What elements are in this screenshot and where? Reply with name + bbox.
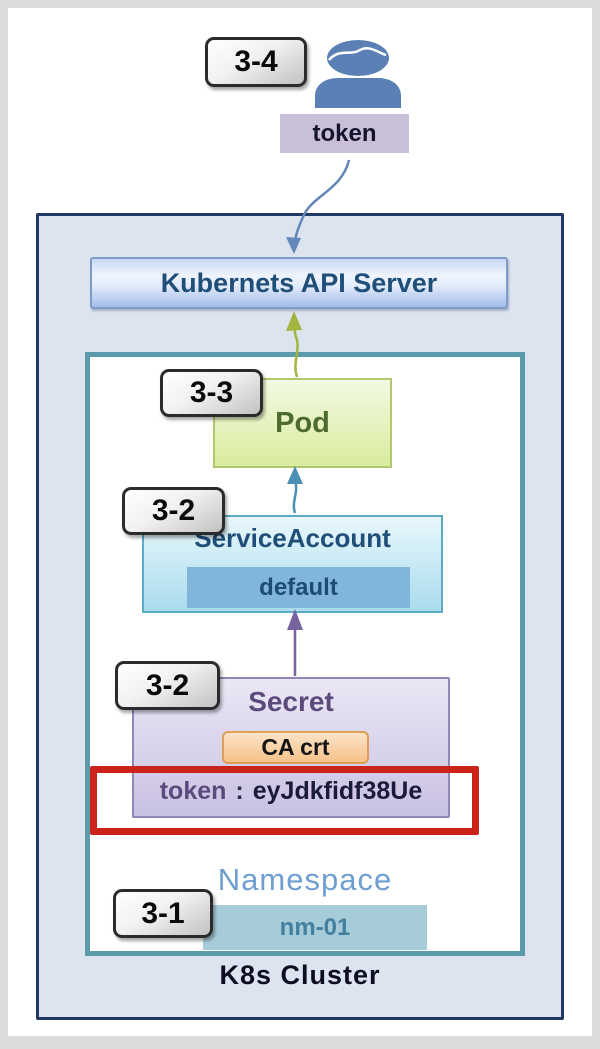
service-account-label: ServiceAccount <box>194 523 391 553</box>
namespace-name-bar: nm-01 <box>203 905 427 950</box>
ca-crt-chip: CA crt <box>222 731 369 764</box>
service-account-name: default <box>187 567 410 608</box>
step-badge-3-3: 3-3 <box>160 369 263 417</box>
user-icon <box>315 40 401 108</box>
api-server-box: Kubernets API Server <box>90 257 508 309</box>
step-badge-3-2-service-account: 3-2 <box>122 487 225 535</box>
secret-token-separator: : <box>235 777 244 805</box>
token-highlight-rect <box>90 766 479 835</box>
secret-token-row: token : eyJdkfidf38Ue <box>134 777 448 806</box>
step-badge-3-4: 3-4 <box>205 37 307 87</box>
step-badge-3-1: 3-1 <box>113 889 213 938</box>
namespace-label: Namespace <box>217 862 393 897</box>
secret-token-key: token <box>159 777 227 805</box>
secret-label: Secret <box>248 686 334 717</box>
step-badge-3-2-secret: 3-2 <box>115 661 220 710</box>
secret-token-value: eyJdkfidf38Ue <box>252 777 423 805</box>
k8s-cluster-label: K8s Cluster <box>219 960 381 990</box>
user-token-label: token <box>280 114 409 153</box>
